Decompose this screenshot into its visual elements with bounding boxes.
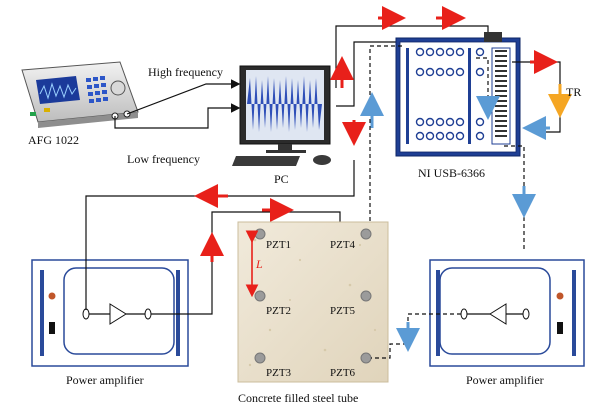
amp-right-led xyxy=(556,292,564,300)
pc xyxy=(232,65,331,166)
afg-knob xyxy=(110,80,126,96)
tube-label: Concrete filled steel tube xyxy=(238,391,358,405)
pzt6-label: PZT6 xyxy=(330,367,356,379)
daq-label: NI USB-6366 xyxy=(418,166,485,180)
keyboard xyxy=(232,156,300,166)
high-frequency-label: High frequency xyxy=(148,65,223,79)
pzt2-label: PZT2 xyxy=(266,305,291,317)
daq-device xyxy=(395,32,521,157)
wire-low-frequency xyxy=(114,103,241,129)
steel-tube xyxy=(237,221,389,383)
pzt5-label: PZT5 xyxy=(330,305,356,317)
afg-keypad xyxy=(86,76,108,103)
length-label: L xyxy=(255,257,263,271)
pzt4 xyxy=(360,228,372,240)
pzt4-label: PZT4 xyxy=(330,239,356,251)
pzt5 xyxy=(360,290,372,302)
daq-usb-port xyxy=(484,32,502,42)
pzt6 xyxy=(360,352,372,364)
wire-daq-to-pzt4 xyxy=(369,45,402,232)
tr-label: TR xyxy=(566,85,581,99)
pzt3 xyxy=(254,352,266,364)
pzt1-label: PZT1 xyxy=(266,239,291,251)
pzt3-label: PZT3 xyxy=(266,367,292,379)
wire-pc-daq-lower xyxy=(336,41,396,107)
low-frequency-label: Low frequency xyxy=(127,152,200,166)
pc-waveform xyxy=(247,76,322,132)
wire-high-frequency xyxy=(126,79,241,115)
pc-label: PC xyxy=(274,172,289,186)
function-generator xyxy=(21,61,139,128)
amp-left-led xyxy=(48,292,56,300)
pzt1 xyxy=(254,228,266,240)
power-amp-left-label: Power amplifier xyxy=(66,373,144,387)
wire-left-amp-to-pzt4 xyxy=(151,211,341,315)
power-amplifier-left xyxy=(31,259,189,367)
mouse xyxy=(313,155,331,165)
wire-daq-to-right-amp xyxy=(504,145,525,250)
power-amplifier-right xyxy=(429,259,585,367)
daq-terminal-block xyxy=(495,50,507,137)
daq-bnc-connectors xyxy=(415,47,485,141)
afg-label: AFG 1022 xyxy=(28,133,79,147)
wire-internal-dashed xyxy=(476,57,489,96)
pzt2 xyxy=(254,290,266,302)
power-amp-right-label: Power amplifier xyxy=(466,373,544,387)
